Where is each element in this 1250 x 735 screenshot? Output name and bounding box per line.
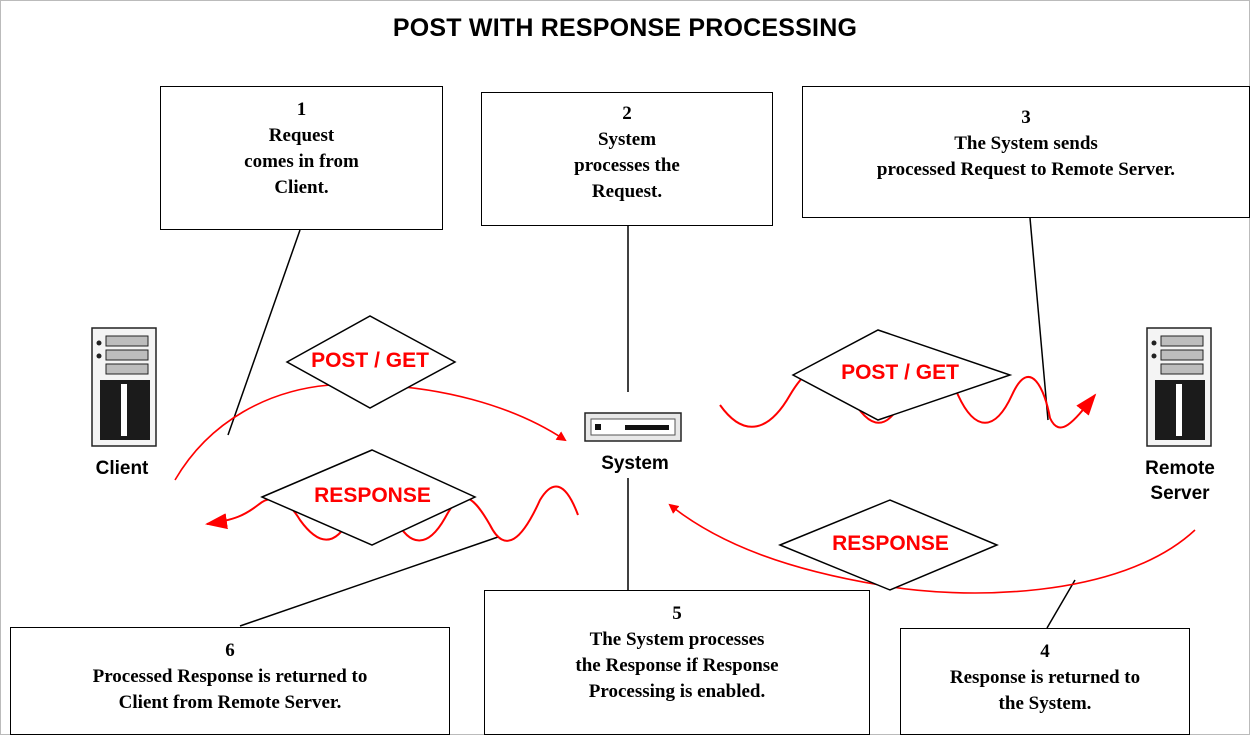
client-server-icon (91, 327, 157, 447)
system-device-icon (584, 412, 682, 442)
step-1-box: 1 Request comes in from Client. (160, 86, 443, 230)
step-3-number: 3 (1021, 107, 1031, 128)
connector-step-4 (1046, 579, 1076, 629)
diamond-response-right (778, 499, 999, 591)
connector-step-1 (227, 229, 301, 436)
step-5-box: 5 The System processes the Response if R… (484, 590, 870, 735)
diamond-response-right-label: RESPONSE (832, 532, 949, 555)
step-5-text: The System processes the Response if Res… (575, 629, 779, 702)
client-label: Client (95, 458, 149, 479)
step-6-number: 6 (225, 640, 235, 661)
step-4-number: 4 (1040, 641, 1050, 662)
diamond-response-left (260, 449, 477, 546)
remote-server-label: Remote Server (1145, 458, 1215, 504)
step-1-text: Request comes in from Client. (244, 125, 359, 198)
remote-server-icon (1146, 327, 1212, 447)
step-6-text: Processed Response is returned to Client… (92, 666, 368, 713)
step-1-number: 1 (296, 99, 307, 120)
step-2-number: 2 (622, 103, 632, 124)
step-4-box: 4 Response is returned to the System. (900, 628, 1190, 735)
diamond-post-left-label: POST / GET (311, 349, 429, 372)
step-3-box: 3 The System sends processed Request to … (802, 86, 1250, 218)
step-2-box: 2 System processes the Request. (481, 92, 773, 226)
step-3-text: The System sends processed Request to Re… (876, 133, 1176, 180)
diamond-post-right (791, 329, 1013, 421)
step-2-text: System processes the Request. (574, 129, 680, 202)
connector-step-3 (1029, 217, 1049, 421)
step-5-number: 5 (672, 603, 682, 624)
connector-step-6 (239, 536, 499, 627)
diamond-post-right-label: POST / GET (841, 361, 959, 384)
diamond-response-left-label: RESPONSE (314, 484, 431, 507)
step-4-text: Response is returned to the System. (949, 667, 1141, 714)
diamond-post-left (285, 315, 457, 409)
diagram-title: POST WITH RESPONSE PROCESSING (392, 14, 858, 42)
system-label: System (601, 453, 669, 474)
step-6-box: 6 Processed Response is returned to Clie… (10, 627, 450, 735)
